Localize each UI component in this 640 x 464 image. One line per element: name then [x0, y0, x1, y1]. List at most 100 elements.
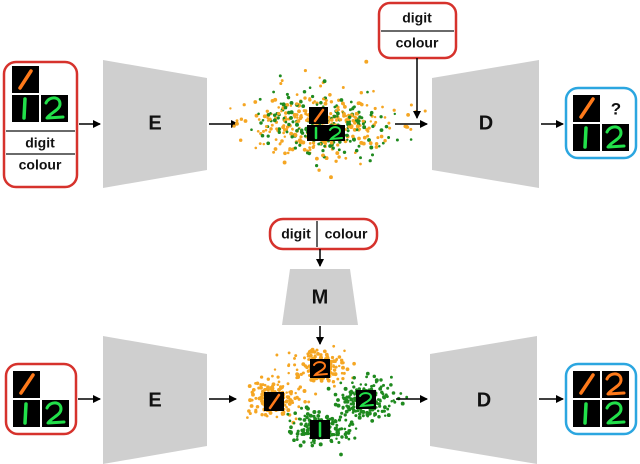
latent-point-orange — [361, 119, 365, 123]
latent-point-orange — [337, 108, 340, 112]
cluster-point-green — [329, 440, 333, 443]
latent-point-orange — [283, 135, 287, 138]
cluster-point-green — [386, 407, 390, 411]
latent-point-green — [348, 115, 352, 119]
cluster-point-orange — [332, 368, 337, 372]
latent-point-orange — [339, 118, 343, 122]
latent-point-orange — [374, 141, 379, 146]
latent-point-green — [361, 122, 365, 126]
top-input-digit-label: digit — [25, 135, 55, 151]
latent-point-green — [298, 143, 302, 147]
latent-point-orange — [280, 139, 284, 143]
latent-point-green — [352, 138, 356, 142]
latent-point-orange — [273, 97, 278, 102]
latent-point-green — [285, 92, 289, 96]
latent-point-green — [348, 108, 352, 112]
cluster-point-green — [367, 411, 372, 416]
cluster-point-orange — [260, 399, 264, 403]
unknown-output-marker: ? — [611, 99, 621, 118]
latent-point-orange — [392, 108, 396, 112]
latent-point-green — [315, 164, 319, 168]
cluster-point-green — [336, 398, 340, 402]
cluster-point-green — [382, 383, 385, 387]
latent-point-green — [338, 140, 342, 144]
latent-point-green — [362, 125, 367, 130]
cluster-point-green — [332, 433, 336, 437]
latent-point-orange — [381, 105, 384, 109]
latent-point-orange — [374, 145, 379, 149]
latent-point-orange — [262, 142, 266, 146]
cluster-point-orange — [261, 391, 265, 395]
latent-point-orange — [280, 79, 284, 83]
latent-point-orange — [254, 146, 258, 150]
latent-point-green — [301, 104, 306, 108]
latent-point-orange — [254, 113, 259, 118]
cluster-point-orange — [255, 405, 260, 409]
latent-point-green — [379, 128, 384, 132]
cluster-digit-orange-one — [268, 393, 281, 410]
latent-point-orange — [365, 128, 369, 132]
cluster-point-orange — [306, 352, 310, 356]
cluster-point-green — [349, 397, 354, 402]
top-pipeline: digit colour E digit — [2, 1, 638, 189]
cluster-point-green — [308, 413, 313, 418]
cluster-point-green — [307, 432, 311, 435]
cluster-point-green — [347, 437, 351, 441]
cluster-point-green — [334, 418, 337, 422]
latent-point-orange — [311, 141, 316, 145]
latent-point-orange — [282, 160, 287, 165]
latent-point-green — [303, 134, 307, 138]
cluster-point-green — [400, 401, 405, 406]
bottom-condition-colour-label: colour — [325, 226, 368, 242]
latent-point-orange — [295, 93, 299, 96]
cluster-point-orange — [271, 384, 275, 388]
cluster-point-green — [351, 381, 354, 385]
cluster-point-orange — [311, 378, 316, 383]
latent-point-green — [279, 102, 283, 105]
latent-point-orange — [234, 121, 239, 126]
latent-point-green — [370, 153, 375, 157]
latent-point-orange — [335, 118, 338, 122]
cluster-point-orange — [343, 349, 346, 353]
latent-point-orange — [374, 120, 378, 124]
cluster-point-green — [344, 418, 348, 422]
latent-point-orange — [279, 81, 283, 86]
cluster-point-orange — [261, 383, 265, 387]
digit-one-green — [22, 97, 27, 120]
bottom-decoder-shape — [430, 336, 537, 464]
latent-point-orange — [282, 124, 286, 128]
latent-point-orange — [308, 142, 312, 145]
latent-point-orange — [285, 128, 289, 132]
cluster-point-green — [292, 438, 296, 443]
latent-point-green — [369, 110, 374, 115]
cluster-point-orange — [251, 387, 256, 392]
cluster-point-orange — [248, 398, 253, 403]
cluster-point-green — [317, 410, 321, 414]
latent-point-orange — [296, 116, 299, 119]
cluster-point-green — [345, 399, 350, 404]
cluster-point-green — [361, 410, 366, 414]
cluster-point-green — [302, 427, 306, 431]
bottom-condition-card: digit colour — [268, 217, 379, 251]
top-encoder-shape — [103, 60, 207, 188]
latent-point-green — [369, 145, 374, 150]
latent-point-green — [335, 104, 338, 107]
cluster-point-green — [359, 383, 363, 386]
latent-point-orange — [293, 133, 298, 137]
cluster-point-orange — [303, 364, 308, 368]
latent-point-orange — [373, 106, 377, 111]
cluster-point-orange — [301, 371, 305, 375]
cluster-point-orange — [297, 405, 301, 409]
cluster-point-orange — [336, 377, 340, 381]
cluster-point-green — [352, 376, 356, 380]
cluster-point-orange — [310, 350, 314, 354]
cluster-point-green — [293, 411, 297, 415]
out-digit-green-two — [605, 125, 626, 149]
cluster-point-green — [390, 400, 393, 403]
latent-point-orange — [299, 114, 303, 117]
top-encoder-label: E — [148, 112, 161, 134]
latent-point-orange — [323, 101, 328, 106]
cluster-point-orange — [271, 374, 274, 378]
cluster-point-orange — [248, 411, 252, 416]
latent-point-orange — [242, 103, 246, 107]
